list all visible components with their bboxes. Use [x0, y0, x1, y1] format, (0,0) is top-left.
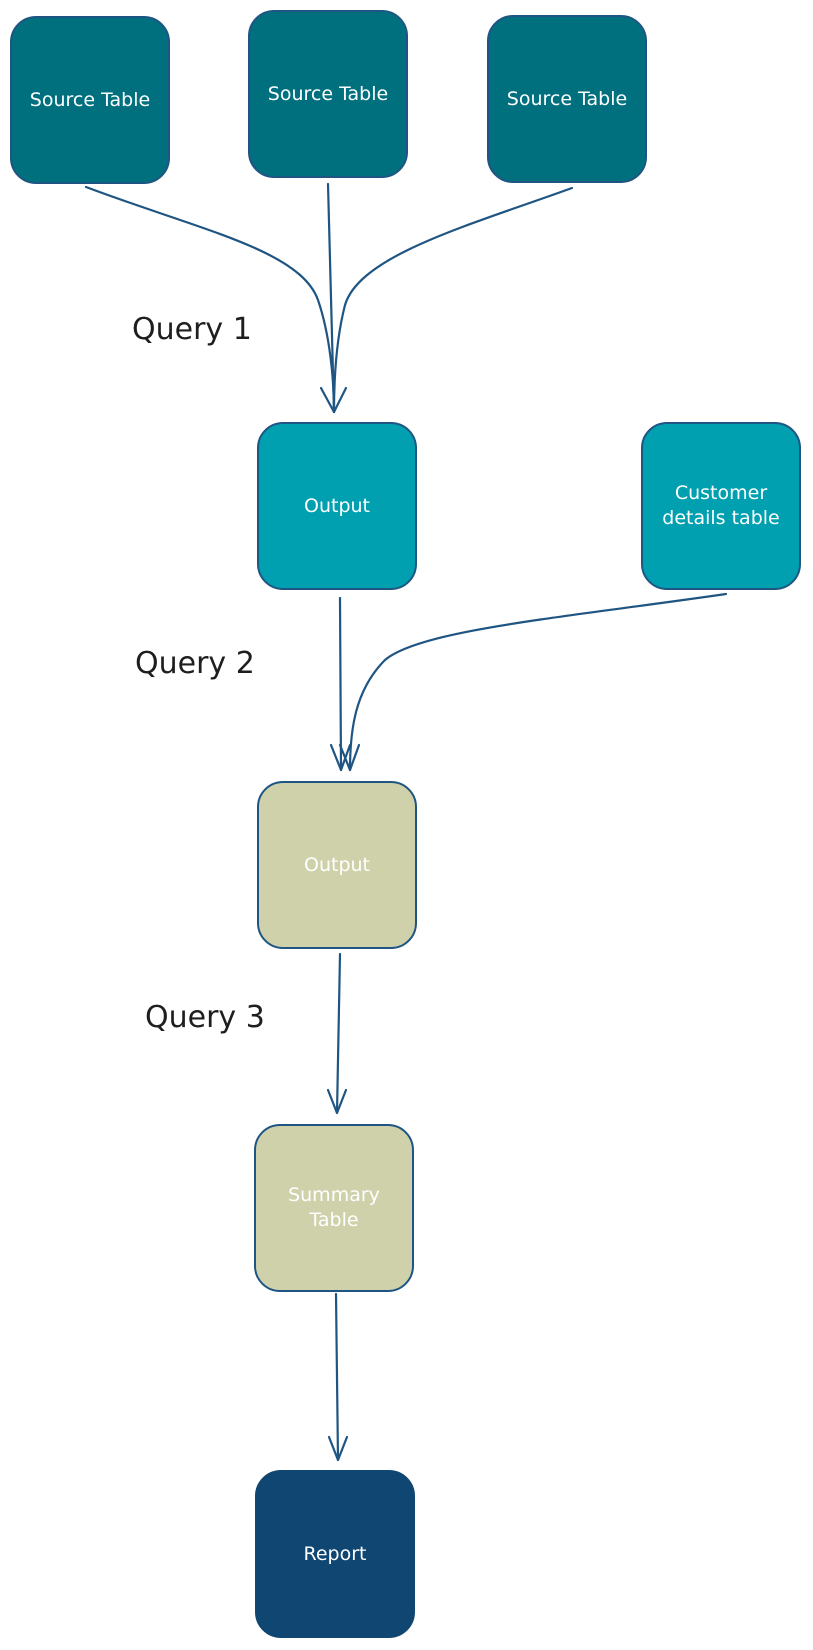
node-output-2: Output: [257, 781, 417, 949]
node-customer-details-table: Customer details table: [641, 422, 801, 590]
arrow-output2-to-summary: [326, 952, 348, 1115]
node-source-table-3: Source Table: [487, 15, 647, 183]
arrow-source2-to-output1: [326, 182, 336, 414]
node-report-label: Report: [303, 1542, 367, 1565]
node-source-table-1: Source Table: [10, 16, 170, 184]
node-output-1: Output: [257, 422, 417, 590]
node-source-table-3-label: Source Table: [506, 87, 628, 110]
node-customer-details-label: Customer details table: [662, 482, 780, 529]
node-source-table-1-label: Source Table: [29, 88, 151, 111]
query-3-label: Query 3: [145, 1000, 265, 1035]
node-summary-table: Summary Table: [254, 1124, 414, 1292]
node-output-2-label: Output: [304, 853, 370, 876]
arrow-customer-to-output2: [338, 592, 728, 772]
arrow-source1-to-output1: [84, 185, 336, 414]
node-summary-table-label: Summary Table: [288, 1184, 380, 1231]
arrow-summary-to-report: [327, 1292, 349, 1462]
arrowhead-output1: [319, 386, 348, 414]
arrow-source3-to-output1: [332, 186, 574, 414]
node-output-1-label: Output: [304, 494, 370, 517]
query-1-label: Query 1: [132, 312, 252, 347]
node-report: Report: [255, 1470, 415, 1638]
query-2-label: Query 2: [135, 646, 255, 681]
node-source-table-2: Source Table: [248, 10, 408, 178]
node-source-table-2-label: Source Table: [267, 82, 389, 105]
arrow-output1-to-output2: [329, 596, 352, 772]
